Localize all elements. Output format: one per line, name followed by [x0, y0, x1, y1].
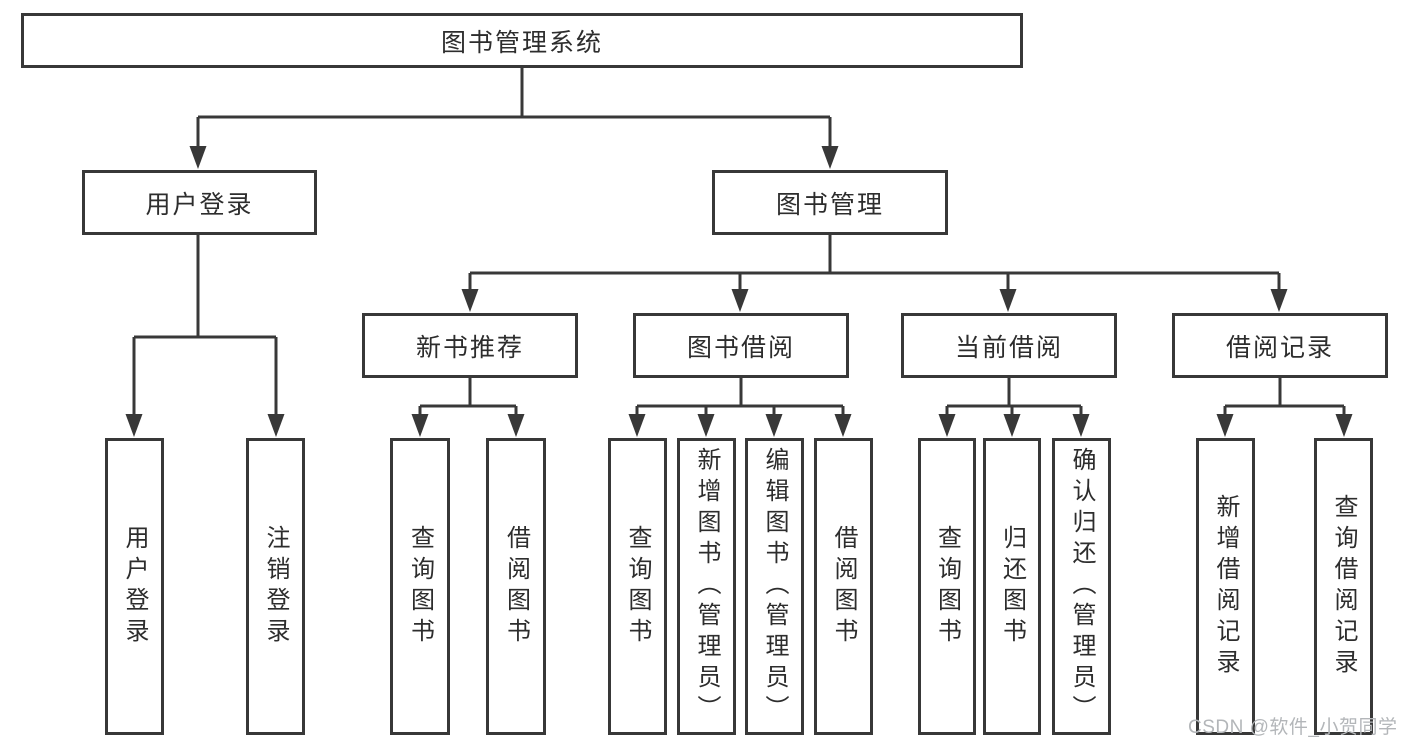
leaf-query-borrow-record: 查询借阅记录	[1314, 438, 1373, 735]
node-label: 图书管理系统	[440, 28, 603, 57]
csdn-watermark: CSDN @软件_小贺同学	[1188, 717, 1398, 738]
arrow-down-icon	[411, 414, 429, 437]
arrow-down-icon	[1335, 414, 1353, 437]
arrow-down-icon	[999, 289, 1017, 312]
leaf-query-books: 查询图书	[608, 438, 667, 735]
leaf-label: 编辑图书（管理员）	[761, 447, 788, 726]
leaf-label: 注销登录	[262, 524, 289, 649]
node-label: 图书借阅	[686, 333, 795, 362]
arrow-down-icon	[697, 414, 715, 437]
connector-borrow-records-to-leaves	[1223, 378, 1346, 419]
arrow-down-icon	[189, 146, 207, 169]
arrow-down-icon	[461, 289, 479, 312]
leaf-label: 借阅图书	[830, 524, 857, 649]
connector-root-to-level2	[196, 68, 832, 151]
arrow-down-icon	[1003, 414, 1021, 437]
arrow-down-icon	[1216, 414, 1234, 437]
node-book-management: 图书管理	[712, 170, 948, 235]
node-user-login: 用户登录	[82, 170, 317, 235]
connector-current-borrowing-to-leaves	[945, 378, 1083, 419]
leaf-logout: 注销登录	[246, 438, 305, 735]
leaf-label: 新增借阅记录	[1212, 493, 1239, 680]
node-new-book-recommend: 新书推荐	[362, 313, 578, 378]
leaf-borrow-books: 借阅图书	[486, 438, 546, 735]
arrow-down-icon	[628, 414, 646, 437]
node-label: 新书推荐	[415, 333, 524, 362]
arrow-down-icon	[821, 146, 839, 169]
connector-book-borrowing-to-leaves	[635, 378, 845, 419]
arrow-down-icon	[267, 414, 285, 437]
leaf-label: 查询图书	[624, 524, 651, 649]
arrow-down-icon	[1270, 289, 1288, 312]
node-book-borrowing: 图书借阅	[633, 313, 849, 378]
leaf-label: 归还图书	[998, 524, 1026, 649]
arrow-down-icon	[731, 289, 749, 312]
node-library-management-system: 图书管理系统	[21, 13, 1023, 68]
leaf-return-books: 归还图书	[983, 438, 1041, 735]
node-label: 用户登录	[145, 190, 254, 219]
leaf-query-books: 查询图书	[390, 438, 450, 735]
arrow-down-icon	[938, 414, 956, 437]
arrow-down-icon	[507, 414, 525, 437]
leaf-add-books-admin: 新增图书（管理员）	[677, 438, 736, 735]
leaf-borrow-books: 借阅图书	[814, 438, 873, 735]
leaf-label: 新增图书（管理员）	[693, 447, 720, 726]
arrow-down-icon	[125, 414, 143, 437]
arrow-down-icon	[834, 414, 852, 437]
node-label: 图书管理	[775, 190, 884, 219]
node-borrow-records: 借阅记录	[1172, 313, 1388, 378]
leaf-label: 用户登录	[121, 524, 148, 649]
node-current-borrowing: 当前借阅	[901, 313, 1117, 378]
leaf-label: 确认归还（管理员）	[1068, 447, 1095, 726]
leaf-confirm-return-admin: 确认归还（管理员）	[1052, 438, 1111, 735]
leaf-label: 查询图书	[406, 524, 434, 649]
arrow-down-icon	[765, 414, 783, 437]
leaf-label: 查询图书	[933, 524, 961, 649]
connector-book-management-to-level3	[468, 235, 1281, 294]
connector-user-login-to-leaves	[132, 235, 278, 419]
connector-new-book-recommend-to-leaves	[418, 378, 518, 419]
leaf-user-login: 用户登录	[105, 438, 164, 735]
node-label: 当前借阅	[954, 333, 1063, 362]
node-label: 借阅记录	[1225, 333, 1334, 362]
leaf-label: 借阅图书	[502, 524, 530, 649]
leaf-label: 查询借阅记录	[1330, 493, 1357, 680]
leaf-add-borrow-record: 新增借阅记录	[1196, 438, 1255, 735]
arrow-down-icon	[1072, 414, 1090, 437]
leaf-edit-books-admin: 编辑图书（管理员）	[745, 438, 804, 735]
leaf-query-books: 查询图书	[918, 438, 976, 735]
